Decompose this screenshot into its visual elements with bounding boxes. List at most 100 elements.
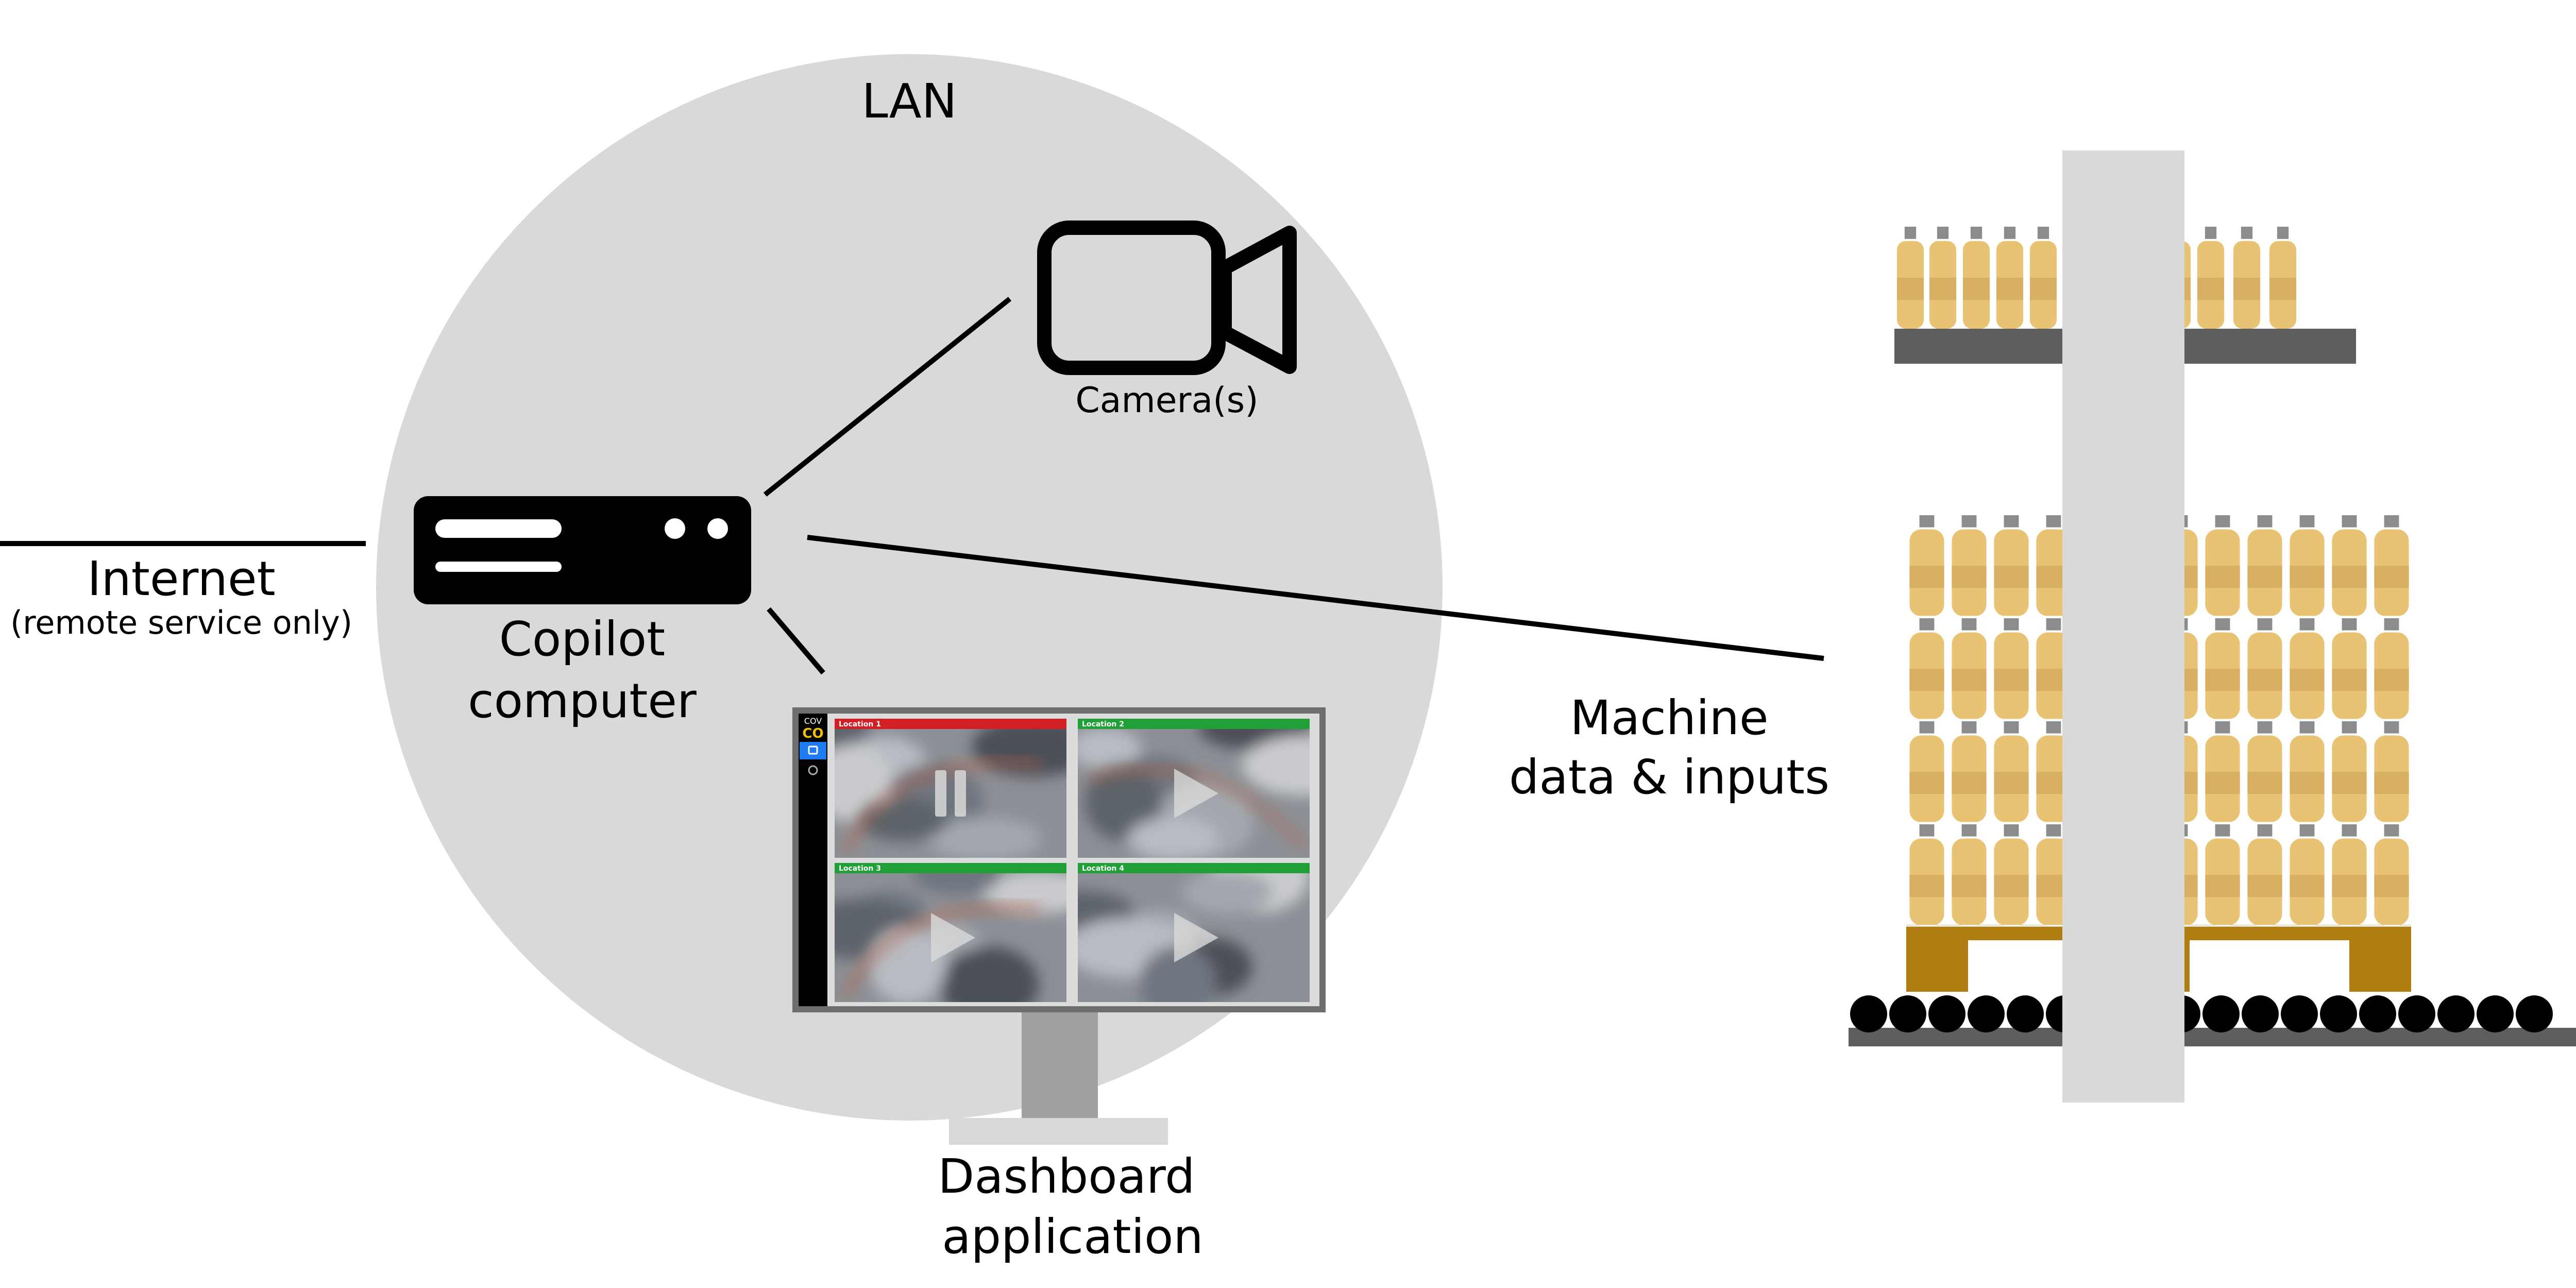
bottle — [1909, 721, 1944, 822]
camera-label: Camera(s) — [1075, 380, 1258, 421]
machine-link — [807, 535, 1824, 661]
conveyor-roller — [1928, 995, 1965, 1032]
bottle — [1909, 618, 1944, 719]
conveyor-roller — [1889, 995, 1926, 1032]
bottle — [1994, 721, 2029, 822]
bottle — [1909, 515, 1944, 616]
conveyor-roller — [2320, 995, 2357, 1032]
copilot-label-line1: Copilot — [499, 612, 665, 667]
conveyor-roller — [2202, 995, 2240, 1032]
tile-header — [835, 719, 1066, 729]
tile-header — [1078, 863, 1310, 873]
bottle — [2205, 721, 2240, 822]
history-nav-icon[interactable] — [808, 765, 818, 775]
bottle — [2290, 824, 2325, 925]
bottle — [1994, 824, 2029, 925]
svg-text:CO: CO — [802, 726, 823, 741]
conveyor-roller — [2242, 995, 2279, 1032]
bottle — [2374, 618, 2409, 719]
copilot-label-line2: computer — [468, 673, 697, 728]
bottle — [2233, 227, 2261, 329]
camera-tile[interactable]: Location 2 — [1069, 708, 1368, 860]
bottle — [2205, 515, 2240, 616]
computer-box-icon — [414, 496, 751, 604]
tile-label: Location 4 — [1082, 865, 1124, 873]
bottle — [2332, 721, 2367, 822]
pause-icon[interactable] — [935, 770, 966, 817]
dashboard-link — [767, 607, 825, 675]
bottle — [1909, 824, 1944, 925]
bottle — [2374, 515, 2409, 616]
bottle — [2290, 618, 2325, 719]
bottle — [2332, 824, 2367, 925]
bottle — [2374, 721, 2409, 822]
conveyor-roller — [2359, 995, 2396, 1032]
camera-tile[interactable]: Location 3 — [794, 852, 1095, 1023]
conveyor-roller — [1850, 995, 1887, 1032]
conveyor-roller — [2281, 995, 2318, 1032]
tile-label: Location 1 — [839, 720, 881, 728]
camera-tile[interactable]: Location 1 — [799, 708, 1097, 860]
internet-label: Internet — [87, 551, 275, 606]
monitor-base — [949, 1118, 1168, 1145]
conveyor-roller — [2477, 995, 2514, 1032]
tile-header — [835, 863, 1066, 873]
conveyor-roller — [2398, 995, 2435, 1032]
dashboard-label-line2: application — [942, 1209, 1203, 1264]
conveyor-belt — [1849, 1028, 2576, 1046]
bottle — [1994, 618, 2029, 719]
play-icon[interactable] — [1174, 913, 1218, 962]
bottle — [2205, 824, 2240, 925]
bottle — [2332, 618, 2367, 719]
bottle — [1952, 721, 1987, 822]
bottle — [1952, 515, 1987, 616]
tile-label: Location 3 — [839, 865, 881, 873]
conveyor-roller — [1968, 995, 2005, 1032]
machine-column — [2062, 150, 2184, 1103]
conveyor-roller — [2007, 995, 2044, 1032]
tile-header — [1078, 719, 1310, 729]
camera-tile[interactable]: Location 4 — [1022, 837, 1310, 1023]
app-logo-icon: COV CO — [802, 716, 823, 741]
bottle — [1952, 618, 1987, 719]
monitor-stand — [1022, 1011, 1098, 1123]
camera-nav-icon[interactable] — [808, 745, 818, 755]
play-icon[interactable] — [931, 913, 975, 962]
bottle — [2290, 721, 2325, 822]
bottle — [2247, 515, 2282, 616]
bottle — [1929, 227, 1957, 329]
bottle — [1896, 227, 1924, 329]
bottle — [2374, 824, 2409, 925]
dashboard-monitor: COV CO Location 1 Location 2 Location 3 Loc… — [792, 707, 1368, 1145]
bottle — [2290, 515, 2325, 616]
svg-text:COV: COV — [804, 716, 822, 726]
palletizer-machine — [1849, 150, 2576, 1103]
bottle — [1996, 227, 2024, 329]
lan-label: LAN — [861, 74, 957, 129]
tile-label: Location 2 — [1082, 720, 1124, 728]
sidebar-nav-active[interactable] — [800, 742, 826, 759]
bottle — [1994, 515, 2029, 616]
camera-feed — [835, 729, 1066, 858]
conveyor-roller — [2437, 995, 2475, 1032]
bottle — [2205, 618, 2240, 719]
bottle — [2247, 721, 2282, 822]
app-sidebar — [799, 714, 827, 1006]
bottle — [2036, 618, 2071, 719]
bottle — [1962, 227, 1990, 329]
bottle — [1952, 824, 1987, 925]
connection-lines — [0, 297, 1824, 675]
dashboard-label-line1: Dashboard — [938, 1149, 1195, 1204]
machine-label-line2: data & inputs — [1509, 750, 1829, 805]
bottle — [2247, 618, 2282, 719]
conveyor-roller — [2516, 995, 2553, 1032]
play-icon[interactable] — [1174, 769, 1218, 818]
bottle — [2197, 227, 2225, 329]
bottle — [2269, 227, 2297, 329]
camera-link — [763, 297, 1012, 497]
bottle — [2029, 227, 2057, 329]
internet-note: (remote service only) — [10, 604, 352, 641]
machine-label-line1: Machine — [1570, 690, 1768, 745]
video-camera-icon — [1037, 221, 1297, 375]
